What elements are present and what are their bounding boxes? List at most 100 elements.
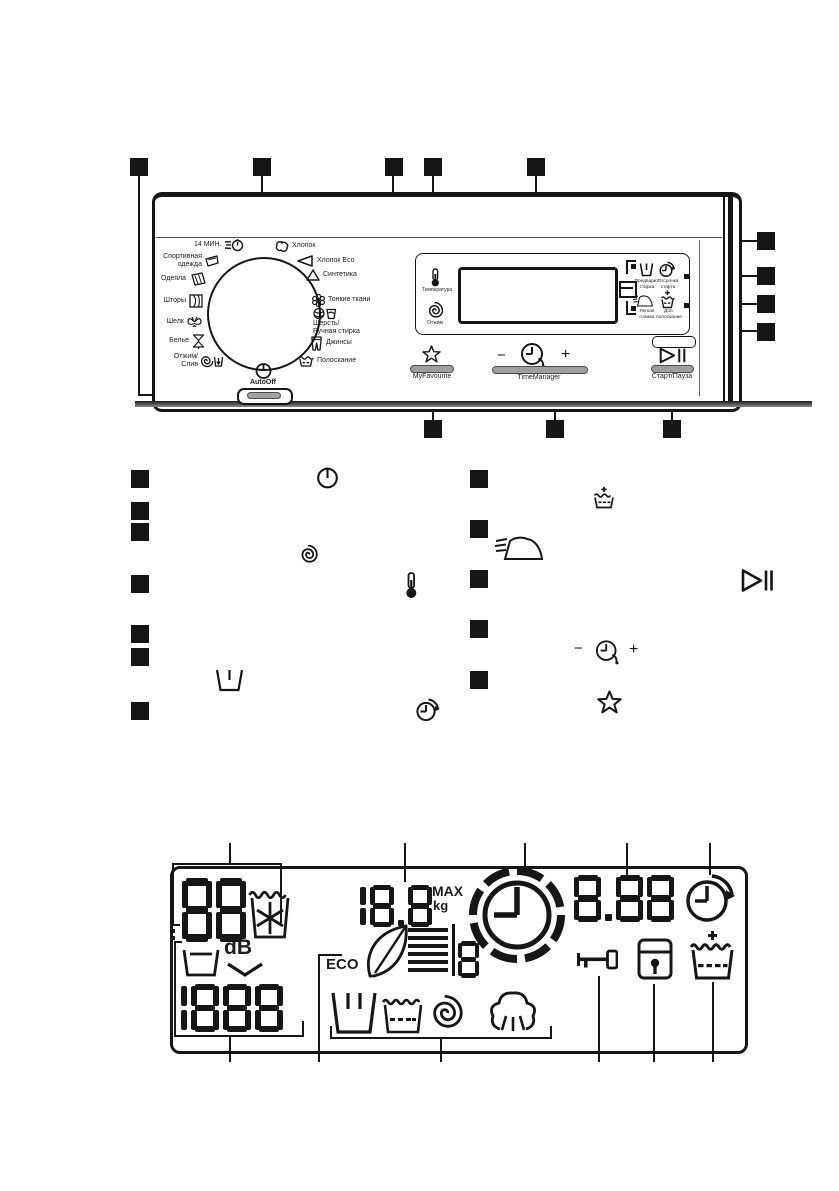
program-linen: Белье [154,334,205,349]
time-manager-minus-button[interactable]: − [497,347,506,364]
legend-marker [131,502,149,520]
extra-rinse-icon [689,930,736,980]
wool-handwash-icon [313,307,360,320]
spin-button[interactable]: Отжим [427,320,443,326]
program-dial[interactable] [207,257,321,371]
program-blankets: Одеяла [148,272,206,286]
legend-marker [131,648,149,666]
program-label: Шторы [163,296,186,304]
program-cotton-eco: Хлопок Eco [296,255,354,267]
legend-marker [470,570,488,588]
callout-marker [757,267,775,285]
my-favourite-icon [597,690,622,714]
program-label: Джинсы [326,339,352,347]
program-rinse: Полоскание [298,355,356,367]
extra-rinse-led [684,303,689,308]
callout-marker [130,158,148,176]
eco-divider [452,924,455,976]
tm-mark [619,281,637,298]
group-bracket [173,929,175,933]
legend-marker [470,470,488,488]
time-manager-label: TimeManager [517,374,561,381]
callout-line [712,982,714,1062]
panel-edge [723,196,725,402]
start-pause-label: Старт/Пауза [651,373,693,380]
silk-icon [187,315,202,329]
delay-start-icon [416,698,441,722]
program-curtains: Шторы [149,294,203,308]
lcd-eco-digit [458,941,479,978]
time-manager-button[interactable] [492,366,588,374]
time-manager-icon [520,342,550,369]
callout-marker [546,420,564,438]
prewash-button[interactable]: Предварит.стирка [634,279,660,290]
callout-line [524,843,526,872]
callout-marker [253,158,271,176]
my-favourite-icon [422,345,441,363]
program-jeans: Джинсы [310,336,352,351]
start-pause-button[interactable] [651,365,694,373]
water-level-icon [182,944,220,978]
panel-divider [699,240,700,396]
curtains-icon [189,294,203,308]
legend-marker [470,520,488,538]
start-pause-icon [659,347,686,364]
prewash-icon [215,668,244,692]
program-label: Отжим/Слив [173,353,198,369]
tm-mark [631,264,636,269]
program-label: Белье [169,337,189,345]
synthetics-icon [306,269,320,281]
group-bracket [330,1026,332,1039]
kg-label: kg [433,898,449,913]
prewash-icon [639,262,654,277]
quick-wash-icon [224,238,244,252]
program-synthetics: Синтетика [306,269,357,281]
legend-marker [470,620,488,638]
delicates-icon [312,294,325,307]
program-quick14: 14 МИН. [194,238,244,252]
my-favourite-label: MyFavourite [412,373,452,380]
eco-bar [408,944,448,948]
steam-icon [489,988,537,1034]
callout-line [229,1035,231,1062]
program-label: Ручная стирка [313,328,360,336]
program-label: Хлопок [292,242,316,250]
program-label: 14 МИН. [194,240,222,248]
program-label: Шелк [166,317,184,325]
group-bracket [172,863,282,865]
tm-mark [631,306,636,311]
cotton-eco-icon [296,255,314,267]
group-bracket [173,936,175,940]
tm-mark [626,301,628,315]
my-favourite-button[interactable] [410,365,454,373]
power-icon [316,466,339,489]
jeans-icon [310,336,323,351]
callout-line [626,843,628,876]
prewash-icon [331,990,377,1034]
spin-drain-icon [201,354,224,368]
start-pause-icon [741,568,773,593]
time-manager-plus-glyph: + [629,641,639,658]
chevron-down-icon [226,962,264,978]
time-manager-plus-button[interactable]: + [561,346,571,363]
easy-iron-icon [633,294,653,307]
callout-marker [385,158,403,176]
callout-line [598,976,600,1062]
tm-mark [626,313,636,315]
max-label: MAX [432,883,464,899]
extra-rinse-icon [660,290,675,309]
temperature-button[interactable]: Температура [421,287,453,293]
extra-rinse-icon [592,486,616,509]
auto-off-label: AutoOff [249,379,277,386]
sportswear-icon [205,255,219,267]
legend-marker [131,625,149,643]
eco-bar [408,936,448,940]
legend-marker [131,702,149,720]
extra-rinse-button[interactable]: Доп.полоскание [656,309,682,320]
start-pause-led-window [652,336,696,348]
group-bracket [174,1035,304,1037]
callout-line [653,984,655,1062]
